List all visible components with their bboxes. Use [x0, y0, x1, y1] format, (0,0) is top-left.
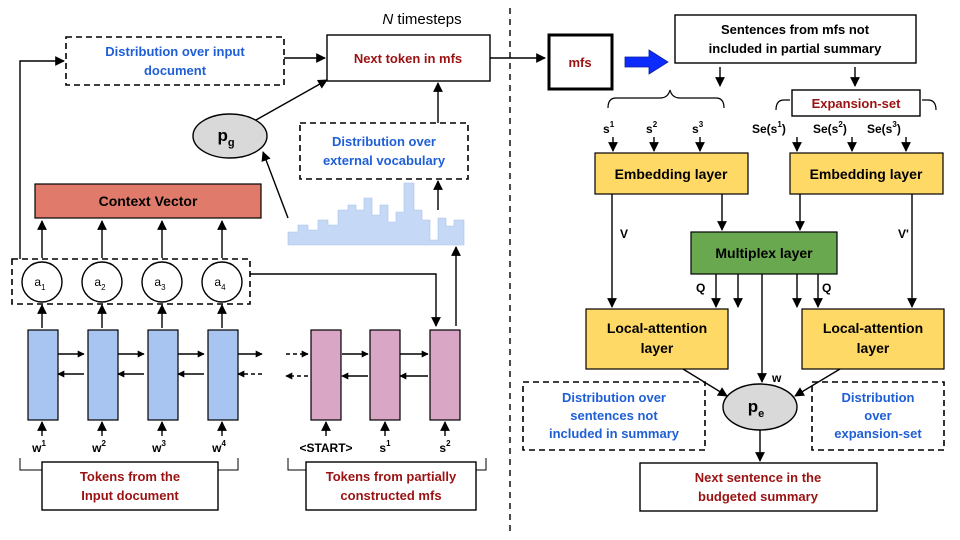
se-label-2: Se(s2) [813, 120, 847, 136]
multiplex-layer-label: Multiplex layer [715, 245, 813, 261]
timesteps-label: N timesteps [382, 11, 461, 28]
sentences-box [674, 14, 917, 64]
encoder-cell-3 [147, 329, 179, 421]
attention-label-2: a2 [94, 275, 106, 292]
multiplex-layer [690, 231, 838, 275]
decoder-cell-3 [429, 329, 461, 421]
attention-label-1: a1 [34, 275, 46, 292]
v-prime-label: V' [898, 227, 909, 241]
right-brace-end [922, 99, 937, 111]
expansion-set-label: Expansion-set [812, 96, 902, 111]
decoder-cell-1 [310, 329, 342, 421]
expansion-set-box [791, 89, 921, 117]
embedding-layer-left [594, 152, 749, 195]
s-label-2: s2 [646, 120, 658, 136]
pe-label: pe [748, 397, 765, 420]
next-token-label: Next token in mfs [354, 51, 462, 66]
attention-container [11, 258, 251, 305]
q-label-right: Q [822, 281, 831, 295]
local-attention-right [801, 308, 945, 370]
pg-label: pg [217, 126, 234, 149]
decoder-token-1: <START> [299, 441, 352, 455]
attention-node-4 [201, 261, 243, 303]
decoder-token-3: s2 [439, 439, 451, 455]
encoder-token-2: w2 [91, 439, 106, 455]
distribution-expansion-box [811, 381, 945, 451]
left-brace [607, 89, 725, 109]
next-token-box [326, 34, 491, 82]
attention-node-1 [21, 261, 63, 303]
w-label: w [771, 371, 782, 385]
encoder-token-1: w1 [31, 439, 46, 455]
se-label-3: Se(s3) [867, 120, 901, 136]
distribution-input-box [65, 36, 285, 86]
next-sentence-box [639, 462, 878, 512]
encoder-cell-4 [207, 329, 239, 421]
attention-node-2 [81, 261, 123, 303]
encoder-token-4: w4 [211, 439, 226, 455]
mfs-blue-arrow [624, 49, 669, 75]
pe-gate [722, 383, 798, 431]
distribution-sentences-box [522, 381, 706, 451]
context-vector-box [34, 183, 262, 219]
attention-node-3 [141, 261, 183, 303]
tokens-partial-box [305, 461, 477, 511]
v-label: V [620, 227, 628, 241]
pg-gate [192, 113, 268, 159]
distribution-vocab-box [299, 122, 469, 180]
context-vector-label: Context Vector [99, 193, 198, 209]
attention-label-4: a4 [214, 275, 226, 292]
se-label-1: Se(s1) [752, 120, 786, 136]
s-label-1: s1 [603, 120, 615, 136]
tokens-input-box [41, 461, 219, 511]
embedding-layer-right [789, 152, 944, 195]
encoder-cell-1 [27, 329, 59, 421]
left-arrows [19, 53, 546, 380]
decoder-token-2: s1 [379, 439, 391, 455]
local-attention-left [585, 308, 729, 370]
s-label-3: s3 [692, 120, 704, 136]
right-arrows [607, 67, 917, 462]
mfs-label: mfs [568, 55, 591, 70]
vocab-histogram [287, 182, 465, 246]
embedding-layer-right-label: Embedding layer [810, 166, 923, 182]
left-vertical-arrows [37, 220, 450, 436]
embedding-layer-left-label: Embedding layer [615, 166, 728, 182]
q-label-left: Q [696, 281, 705, 295]
encoder-cell-2 [87, 329, 119, 421]
encoder-token-3: w3 [151, 439, 166, 455]
right-brace [775, 99, 790, 111]
attention-label-3: a3 [154, 275, 166, 292]
decoder-cell-2 [369, 329, 401, 421]
mfs-box [547, 33, 614, 91]
